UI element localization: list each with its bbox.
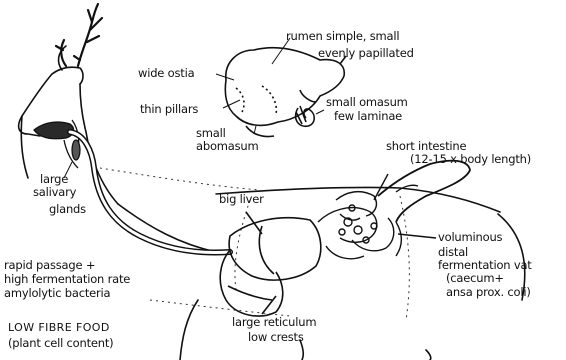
rapid-passage-label-line1: rapid passage + [4,259,95,272]
voluminous-label-line1: voluminous [438,231,502,244]
rumen-label-line1: rumen simple, small [286,30,399,43]
big-liver-label: big liver [219,193,264,206]
voluminous-label-line5: ansa prox. coli) [446,286,531,299]
salivary-glands-label-line3: glands [49,203,86,216]
liver-and-rumen [220,212,321,316]
wide-ostia-label: wide ostia [138,67,194,80]
low-fibre-food-label: LOW FIBRE FOOD [8,321,110,334]
stomach-inset [225,48,346,137]
voluminous-label-line4: (caecum+ [446,272,504,285]
short-intestine-label-line2: (12-15 x body length) [410,153,531,166]
mouth-and-salivary-glands [34,120,80,168]
rapid-passage-label-line3: amylolytic bacteria [4,287,110,300]
antler-drawing [56,4,102,66]
large-reticulum-label-line2: low crests [248,331,304,344]
deer-body-outline [19,46,525,360]
stomach-leader-lines [216,38,324,134]
small-omasum-label-line1: small omasum [326,96,408,109]
salivary-glands-label-line2: salivary [33,186,76,199]
rapid-passage-label-line2: high fermentation rate [4,273,130,286]
rumen-label-line2: evenly papillated [318,47,414,60]
thin-pillars-label: thin pillars [140,103,198,116]
small-omasum-label-line2: few laminae [334,110,402,123]
large-reticulum-label-line1: large reticulum [232,316,316,329]
small-abomasum-label-line2: abomasum [196,140,259,153]
plant-cell-content-label: (plant cell content) [8,337,113,350]
